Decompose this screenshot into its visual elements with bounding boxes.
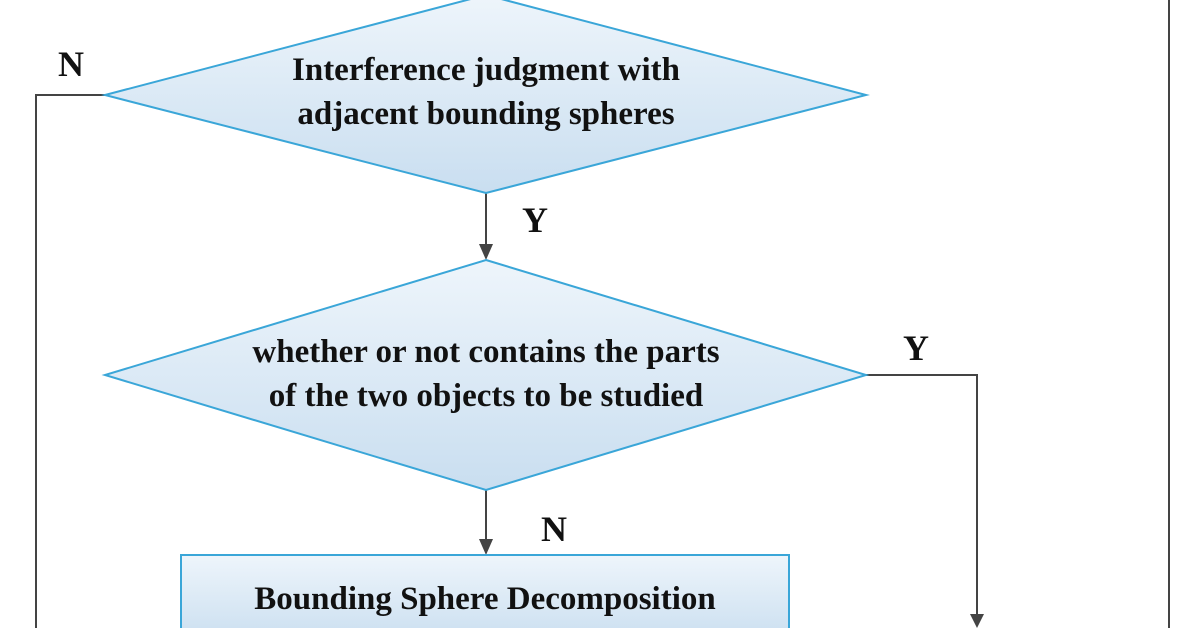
connector-decision2-yes: [866, 374, 978, 615]
label-decision2-no: N: [541, 509, 567, 549]
label-decision1-yes: Y: [522, 200, 548, 240]
connector-decision1-no: [35, 94, 105, 628]
decision-interference-judgment: [101, 0, 870, 195]
label-decision2-yes: Y: [903, 328, 929, 368]
label-decision1-no: N: [58, 44, 84, 84]
arrowhead-decision2-yes: [970, 614, 984, 628]
decision1-line2: adjacent bounding spheres: [297, 96, 674, 132]
process1-text: Bounding Sphere Decomposition: [254, 581, 715, 617]
decision-contains-parts: [101, 258, 870, 492]
process-bounding-sphere-decomposition: [180, 554, 790, 628]
decision2-line2: of the two objects to be studied: [269, 378, 703, 414]
arrowhead-decision2-no: [479, 539, 493, 555]
arrowhead-decision1-yes: [479, 244, 493, 260]
decision1-line1: Interference judgment with: [292, 52, 680, 88]
decision2-line1: whether or not contains the parts: [252, 334, 719, 370]
